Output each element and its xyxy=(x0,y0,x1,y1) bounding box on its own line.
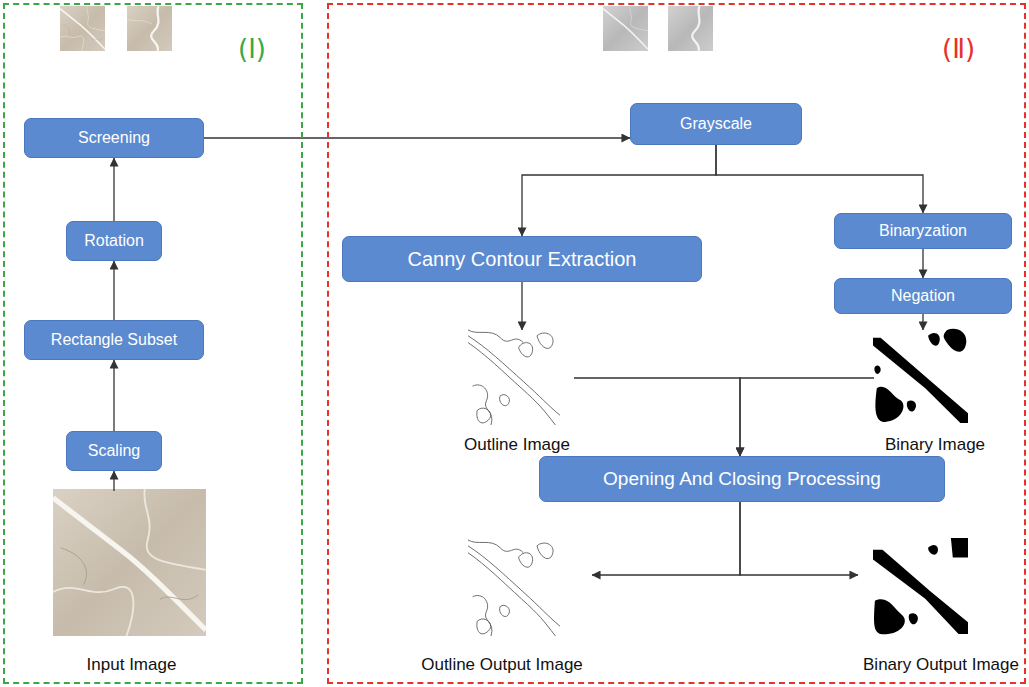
image-caption: Outline Image xyxy=(460,435,574,455)
flow-arrow xyxy=(113,471,114,491)
flow-arrow xyxy=(521,282,522,330)
box-label: Binaryzation xyxy=(879,222,967,240)
process-box: Screening xyxy=(24,118,204,158)
process-box: Grayscale xyxy=(630,103,802,145)
process-box: Negation xyxy=(834,278,1012,314)
box-label: Negation xyxy=(891,287,955,305)
flow-arrow xyxy=(740,502,858,575)
thumbnail-image xyxy=(127,6,172,51)
image-node: Outline Image xyxy=(460,330,574,455)
image-caption: Input Image xyxy=(55,655,208,675)
process-box: Binaryzation xyxy=(834,213,1012,249)
flow-arrow xyxy=(574,378,740,456)
outline-picture xyxy=(468,538,560,636)
input-photo xyxy=(53,489,206,636)
box-label: Grayscale xyxy=(680,115,752,133)
box-label: Scaling xyxy=(88,442,140,460)
region-label: (Ⅰ) xyxy=(238,36,266,62)
thumbnail-image xyxy=(60,6,105,51)
image-caption: Binary Output Image xyxy=(858,655,1024,675)
box-label: Opening And Closing Processing xyxy=(603,469,881,490)
flow-arrow xyxy=(922,314,923,330)
process-box: Scaling xyxy=(66,431,162,471)
image-node: Outline Output Image xyxy=(412,538,592,675)
stage-region: (Ⅰ) ScreeningRotationRectangle SubsetScal… xyxy=(3,3,303,684)
flow-arrow xyxy=(716,145,923,213)
process-box: Rotation xyxy=(66,221,162,261)
image-node: Binary Image xyxy=(874,330,996,455)
image-node: Input Image xyxy=(55,491,208,675)
flow-arrow xyxy=(113,158,114,221)
process-box: Opening And Closing Processing xyxy=(539,456,945,502)
image-caption: Outline Output Image xyxy=(412,655,592,675)
flow-arrow xyxy=(592,502,740,575)
binary-picture xyxy=(873,538,968,636)
process-box: Canny Contour Extraction xyxy=(342,236,702,282)
image-caption: Binary Image xyxy=(874,435,996,455)
image-node: Binary Output Image xyxy=(858,538,1024,675)
outline-picture xyxy=(468,328,560,425)
binary-picture xyxy=(873,328,968,425)
box-label: Canny Contour Extraction xyxy=(407,248,636,270)
box-label: Rectangle Subset xyxy=(51,331,177,349)
box-label: Screening xyxy=(78,129,150,147)
thumbnail-image xyxy=(603,6,648,51)
flow-arrow xyxy=(113,261,114,320)
flow-arrow xyxy=(204,137,630,138)
stage-region: (Ⅱ)GrayscaleCanny Contour ExtractionBina… xyxy=(327,3,1026,684)
flow-arrow xyxy=(113,360,114,431)
region-label: (Ⅱ) xyxy=(942,36,975,62)
flow-arrow xyxy=(740,378,874,456)
flow-arrow xyxy=(522,145,716,236)
flow-arrow xyxy=(922,249,923,278)
process-box: Rectangle Subset xyxy=(24,320,204,360)
box-label: Rotation xyxy=(84,232,144,250)
thumbnail-image xyxy=(668,6,713,51)
